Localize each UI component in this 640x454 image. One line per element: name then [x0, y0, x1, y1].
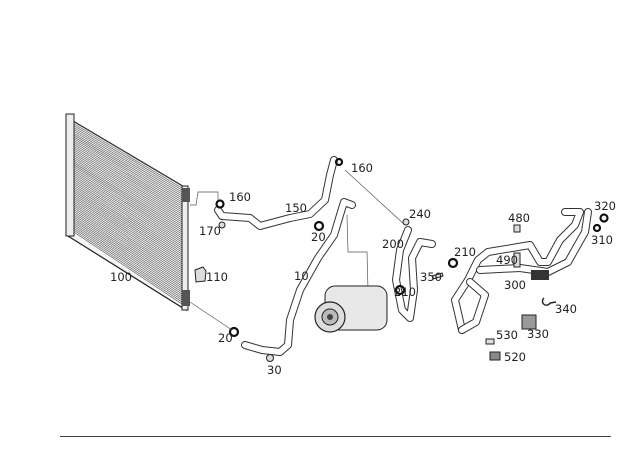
compressor — [314, 285, 388, 333]
label-160-left: 160 — [229, 190, 251, 204]
condenser-fin — [73, 138, 183, 205]
condenser-fin — [73, 166, 183, 235]
condenser-fin — [73, 218, 183, 291]
label-210-left: 210 — [394, 285, 416, 299]
label-200: 200 — [382, 237, 404, 251]
label-100: 100 — [110, 270, 132, 284]
label-20-upper: 20 — [311, 230, 326, 244]
label-170: 170 — [199, 224, 221, 238]
condenser-fin — [73, 203, 183, 275]
condenser-fin — [73, 131, 183, 197]
condenser-fin — [73, 151, 183, 219]
condenser-fin — [73, 160, 183, 229]
condenser-fin — [73, 168, 183, 237]
condenser-fin — [73, 159, 183, 227]
condenser-fin — [73, 226, 183, 299]
condenser-fin — [73, 174, 183, 243]
condenser-fin — [73, 200, 183, 271]
condenser-fin — [73, 185, 183, 255]
label-520: 520 — [504, 350, 526, 364]
condenser-fin — [73, 230, 183, 303]
condenser-fin — [73, 142, 183, 209]
condenser-fin — [73, 136, 183, 203]
hose-10 — [241, 198, 356, 356]
label-300: 300 — [504, 278, 526, 292]
part-110-shape — [194, 266, 207, 283]
condenser-fin — [73, 205, 183, 277]
condenser-fin — [73, 157, 183, 225]
condenser-fin — [73, 198, 183, 269]
label-530: 530 — [496, 328, 518, 342]
label-240: 240 — [409, 207, 431, 221]
condenser-fin — [73, 175, 183, 245]
condenser-fin — [73, 196, 183, 267]
condenser-fin — [73, 127, 183, 193]
label-150: 150 — [285, 201, 307, 215]
label-480: 480 — [508, 211, 530, 225]
label-10: 10 — [294, 269, 309, 283]
condenser-fin — [73, 215, 183, 287]
condenser-fin — [73, 183, 183, 253]
condenser-fin — [73, 155, 183, 223]
condenser-fin — [73, 190, 183, 261]
condenser-fin — [73, 162, 183, 231]
condenser-fin — [73, 188, 183, 259]
condenser-fin — [73, 207, 183, 279]
hose-200 — [392, 226, 436, 322]
condenser-fin — [73, 153, 183, 221]
condenser-fin — [73, 147, 183, 215]
condenser-fin — [73, 132, 183, 199]
label-110: 110 — [206, 270, 228, 284]
label-20-lower: 20 — [218, 331, 233, 345]
condenser-fin — [73, 179, 183, 249]
label-350: 350 — [420, 270, 442, 284]
condenser-fin — [73, 220, 183, 293]
condenser-fin — [73, 123, 183, 189]
hose-150 — [214, 156, 344, 230]
label-310: 310 — [591, 233, 613, 247]
label-320: 320 — [594, 199, 616, 213]
label-330: 330 — [527, 327, 549, 341]
condenser-fin — [73, 134, 183, 201]
condenser-fin — [73, 121, 183, 187]
label-160-top: 160 — [351, 161, 373, 175]
label-30: 30 — [267, 363, 282, 377]
part-labels: 100 110 160 170 150 160 20 10 20 30 240 … — [110, 161, 616, 377]
condenser-fin — [73, 192, 183, 263]
condenser-fin — [73, 125, 183, 191]
condenser-fin — [73, 209, 183, 281]
condenser-fin — [73, 181, 183, 251]
condenser-fin — [73, 194, 183, 265]
label-340: 340 — [555, 302, 577, 316]
condenser-fin — [73, 231, 183, 305]
condenser-fin — [73, 129, 183, 195]
condenser-fin — [73, 224, 183, 297]
condenser-fin — [73, 213, 183, 285]
condenser-fin — [73, 228, 183, 301]
condenser-fin — [73, 202, 183, 273]
condenser-fin — [73, 187, 183, 257]
hose-300 — [451, 208, 592, 334]
condenser-fin — [73, 170, 183, 239]
condenser-fin — [73, 222, 183, 295]
condenser-fin — [73, 144, 183, 211]
condenser-fin — [73, 146, 183, 213]
condenser-fin — [73, 164, 183, 233]
condenser-fin — [73, 149, 183, 217]
condenser-fin — [73, 177, 183, 247]
label-210-right: 210 — [454, 245, 476, 259]
condenser-fin — [73, 140, 183, 207]
condenser-fin — [73, 172, 183, 241]
condenser-fin — [73, 216, 183, 289]
condenser-radiator — [65, 113, 190, 312]
label-490: 490 — [496, 253, 518, 267]
condenser-fin — [73, 211, 183, 283]
